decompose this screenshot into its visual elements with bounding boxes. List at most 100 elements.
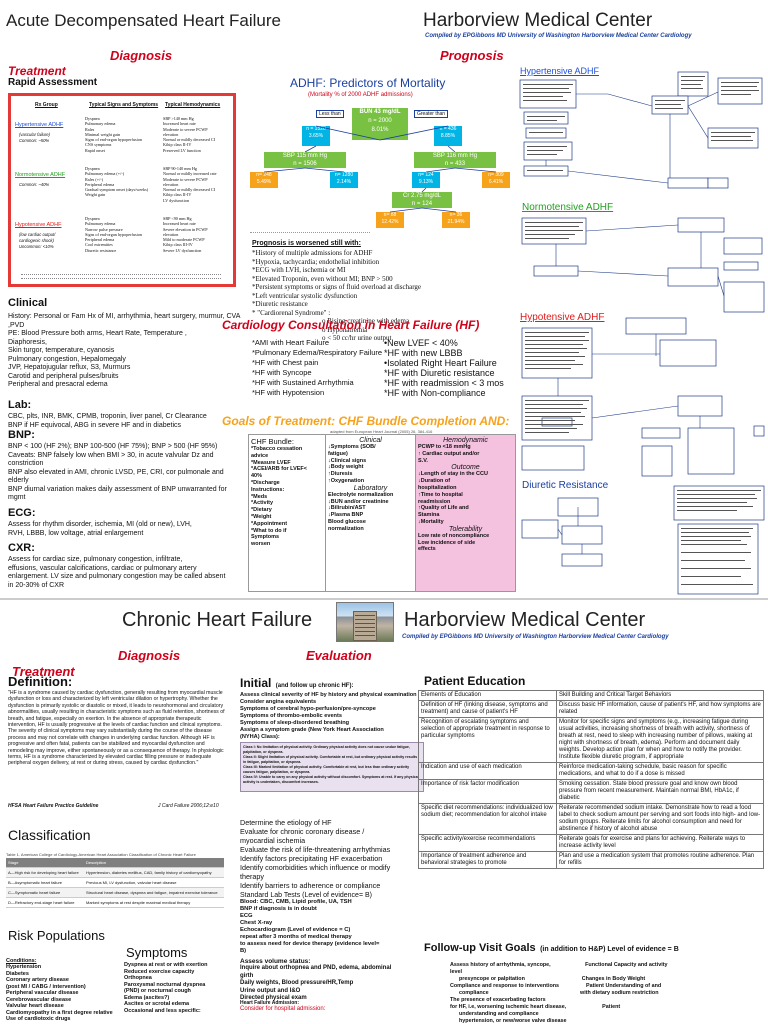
consult-list-2: •New LVEF < 40%*HF with new LBBB•Isolate… — [384, 338, 520, 398]
symptom-item: Reduced exercise capacity — [124, 968, 195, 975]
goal-lab-item: ↓Bilirubin/AST — [328, 505, 366, 512]
cr-n: n = 124 — [411, 201, 433, 207]
bundle-item: *Measure LVEF — [251, 459, 291, 466]
rapid-sign: Dyspnea — [85, 216, 100, 221]
rapid-sign: Narrow pulse pressure — [85, 226, 123, 232]
consult-item: *HF with Sustained Arrhythmia — [252, 378, 354, 387]
rapid-hemo: Moderate to severe PCWP — [163, 126, 208, 132]
initial-item: (NYHA) Class): — [240, 734, 280, 740]
definition-source-left: HFSA Heart Failure Practice Guideline — [8, 803, 99, 809]
diuretic-resistance-heading: Diuretic Resistance — [522, 480, 609, 491]
admission-heading: Heart Failure Admission: — [240, 1000, 299, 1006]
admission-block: Heart Failure Admission: Consider for ho… — [240, 1000, 426, 1024]
rapid-group-name: Hypotensive ADHF — [15, 222, 62, 228]
classification-cell: Description — [86, 860, 107, 865]
rapid-hemo: Normal or mildly increased rate — [163, 171, 217, 177]
less-than-label: Less than — [316, 110, 344, 118]
bundle-item: Symptoms — [251, 534, 280, 541]
goal-outcome-item: ↑Time to hospital — [418, 491, 463, 498]
signs-header: Typical Signs and Symptoms — [89, 102, 159, 108]
cxr-line: in 20-30% of CXR — [8, 581, 65, 589]
rapid-group-name: Hypertensive ADHF — [15, 122, 64, 128]
lab-test-item: BNP if diagnosis is in doubt — [240, 906, 317, 912]
bundle-item: *Weight — [251, 513, 272, 520]
leaf-2-n: n= 1280 — [334, 172, 354, 178]
lab-line: BNP if HF equivocal, ABG in severe HF an… — [8, 421, 182, 429]
diagnosis-heading: Diagnosis — [110, 48, 173, 63]
bundle-item: advice — [251, 452, 269, 459]
sbp-left-node: SBP 115 mm Hg n = 1506 — [264, 152, 346, 168]
prognosis-item: *ECG with LVH, ischemia or MI — [252, 266, 346, 274]
prognosis-item: *Elevated Troponin, even without MI; BNP… — [252, 274, 393, 283]
sbp-right-label: SBP 116 mm Hg — [432, 153, 478, 159]
volume-item: Directed physical exam — [240, 995, 307, 1001]
nyha-box: Class I: No limitation of physical activ… — [240, 742, 424, 792]
education-cell: Elements of Education — [418, 690, 557, 701]
clinical-line: JVP, Hepatojugular reflux, S3, Murmurs — [8, 364, 131, 371]
rapid-sign: Rales — [85, 126, 95, 132]
goal-lab-item: ↓Plasma BNP — [328, 512, 364, 519]
education-cell: Importance of risk factor modification — [418, 779, 557, 804]
chronic-diagnosis-heading: Diagnosis — [118, 648, 181, 663]
bnp-line: BNP also elevated in AMI, chronic LVSD, … — [8, 468, 224, 485]
rapid-sign: Pulmonary edema — [85, 221, 116, 227]
hemo-outcome-col: Hemodynamic PCWP to <18 mmHg↑ Cardiac ou… — [415, 435, 515, 591]
consult-item: •New LVEF < 40% — [384, 338, 458, 348]
cardiorenal-item: o Rising creatinine with edema — [322, 317, 410, 325]
rapid-sign: CNS symptoms — [85, 142, 112, 148]
evaluation-item: Identify comorbidities which influence o… — [240, 863, 391, 872]
rapid-sign: Rales (+/-) — [85, 176, 104, 182]
goal-lab-item: ↓BUN and/or creatinine — [328, 498, 389, 505]
rapid-hemo: Normal or mildly decreased CI — [163, 187, 216, 193]
education-cell: Definition of HF (linking disease, sympt… — [418, 700, 557, 718]
goal-lab-item: Blood glucose — [328, 518, 366, 525]
clinical-line: Peripheral and presacral edema — [8, 381, 108, 388]
volume-item: girth — [240, 972, 254, 979]
education-row: Specific activity/exercise recommendatio… — [418, 834, 764, 852]
sbp-right-node: SBP 116 mm Hg n = 433 — [414, 152, 496, 168]
goal-outcome-item: ↓Mortality — [418, 518, 444, 525]
predictors-subtitle: (Mortality % of 2000 ADHF admissions) — [308, 92, 413, 98]
clinical-line: Pulmonary congestion, Hepalomegaly — [8, 355, 126, 363]
bundle-item: *Meds — [251, 493, 268, 500]
rapid-hemo: Severe LV dysfunction — [163, 247, 202, 253]
cardiorenal-item: o Hyponatremia — [322, 325, 368, 334]
education-row: Specific diet recommendations: individua… — [418, 803, 764, 835]
goal-clinical-item: fatigue) — [328, 450, 348, 457]
hospital-building-image — [336, 602, 394, 642]
bnp-heading: BNP: — [8, 429, 35, 441]
goal-outcome-item: ↓Length of stay in the CCU — [418, 471, 488, 478]
lab-test-item: Echocardiogram (Level of evidence = C) — [240, 927, 351, 933]
education-cell: Recognition of escalating symptoms and s… — [418, 717, 557, 763]
cxr-line: effusions, vascular calcifications, card… — [8, 564, 197, 572]
condition-item: Hypertension — [6, 964, 42, 970]
left-branch-n: n = 1520 — [306, 126, 326, 132]
labs-block: Standard Lab Tests (Level of evidence= B… — [240, 892, 426, 955]
symptom-item: Orthopnea — [124, 975, 152, 981]
lab-line: CBC, plts, INR, BMK, CPMB, troponin, liv… — [8, 413, 207, 420]
condition-item: Peripheral vascular disease — [6, 990, 79, 996]
bun-node: BUN 43 mg/dL n = 2000 8.01% — [352, 108, 408, 140]
consult-item: *Pulmonary Edema/Respiratory Failure — [252, 348, 383, 357]
goal-clinical-item: ↓Symptoms (SOB/ — [328, 444, 376, 450]
initial-item: Symptoms of sleep-disordered breathing — [240, 720, 350, 726]
goals-hemo-heading: Hemodynamic — [443, 437, 488, 444]
classification-cell: C—Symptomatic heart failure — [8, 890, 61, 895]
bundle-item: *Discharge — [251, 479, 280, 486]
predictors-connectors — [263, 125, 497, 213]
bundle-item: 40% — [251, 473, 263, 480]
bundle-item: *Tobacco cessation — [251, 446, 303, 452]
rapid-hemo: Increased heart rate — [163, 221, 196, 227]
volume-item: Urine output and I&O — [240, 987, 301, 994]
rapid-sign: Rapid onset — [85, 147, 105, 153]
goal-outcome-item: ↑Quality of Life and — [418, 505, 469, 512]
cr-high-pct: 21.94% — [447, 219, 465, 225]
ecg-line: Assess for rhythm disorder, ischemia, MI… — [8, 521, 192, 528]
education-row: Recognition of escalating symptoms and s… — [418, 717, 764, 763]
